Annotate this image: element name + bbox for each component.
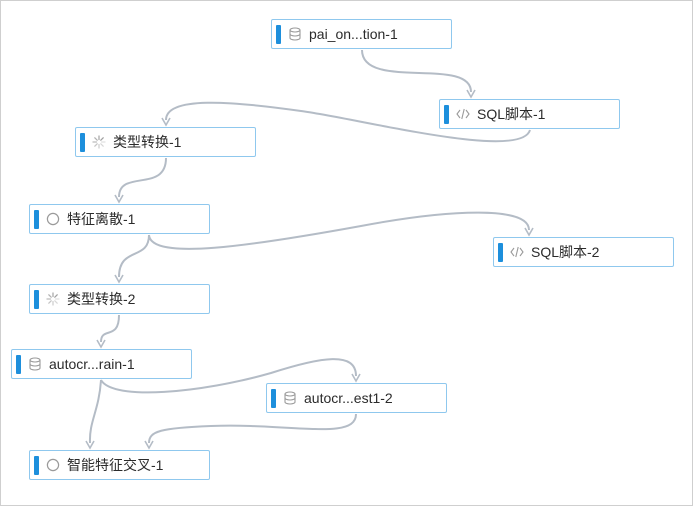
edge-arrowhead	[114, 274, 124, 284]
database-icon	[28, 357, 42, 371]
node-n8[interactable]: autocr...est1-2	[266, 383, 447, 413]
edge-arrowhead	[466, 89, 476, 99]
node-label: SQL脚本-2	[531, 244, 600, 260]
code-icon	[510, 245, 524, 259]
edge-n1-n2	[361, 49, 472, 93]
node-status-bar	[80, 133, 85, 152]
edge-arrowhead	[96, 339, 106, 349]
node-status-bar	[34, 210, 39, 229]
database-icon	[288, 27, 302, 41]
node-n3[interactable]: 类型转换-1	[75, 127, 256, 157]
node-n7[interactable]: autocr...rain-1	[11, 349, 192, 379]
node-status-bar	[444, 105, 449, 124]
edge-n3-n4	[118, 157, 167, 198]
node-label: autocr...est1-2	[304, 390, 393, 406]
edge-arrowhead	[524, 227, 534, 237]
edge-n4-n5	[148, 211, 530, 250]
edge-arrowhead	[114, 194, 124, 204]
circle-icon	[46, 212, 60, 226]
node-status-bar	[34, 456, 39, 475]
node-label: SQL脚本-1	[477, 106, 546, 122]
node-status-bar	[34, 290, 39, 309]
edge-n2-n3	[165, 101, 531, 143]
node-label: 类型转换-1	[113, 134, 182, 150]
node-label: autocr...rain-1	[49, 356, 135, 372]
node-n6[interactable]: 类型转换-2	[29, 284, 210, 314]
spinner-icon	[46, 292, 60, 306]
node-n5[interactable]: SQL脚本-2	[493, 237, 674, 267]
edge-n7-n8	[100, 358, 357, 394]
node-status-bar	[16, 355, 21, 374]
edge-arrowhead	[144, 440, 154, 450]
edge-n4-n6	[118, 234, 150, 278]
node-label: 智能特征交叉-1	[67, 457, 164, 473]
node-label: 特征离散-1	[67, 211, 136, 227]
edge-n8-n9	[148, 413, 357, 444]
spinner-icon	[92, 135, 106, 149]
node-n9[interactable]: 智能特征交叉-1	[29, 450, 210, 480]
database-icon	[283, 391, 297, 405]
node-status-bar	[276, 25, 281, 44]
code-icon	[456, 107, 470, 121]
edge-arrowhead	[351, 373, 361, 383]
node-status-bar	[271, 389, 276, 408]
node-label: pai_on...tion-1	[309, 26, 398, 42]
node-label: 类型转换-2	[67, 291, 136, 307]
edge-n6-n7	[100, 314, 120, 343]
circle-icon	[46, 458, 60, 472]
node-n2[interactable]: SQL脚本-1	[439, 99, 620, 129]
edge-arrowhead	[161, 117, 171, 127]
node-n1[interactable]: pai_on...tion-1	[271, 19, 452, 49]
edge-n7-n9	[88, 379, 102, 444]
node-n4[interactable]: 特征离散-1	[29, 204, 210, 234]
edge-arrowhead	[85, 440, 95, 450]
node-status-bar	[498, 243, 503, 262]
